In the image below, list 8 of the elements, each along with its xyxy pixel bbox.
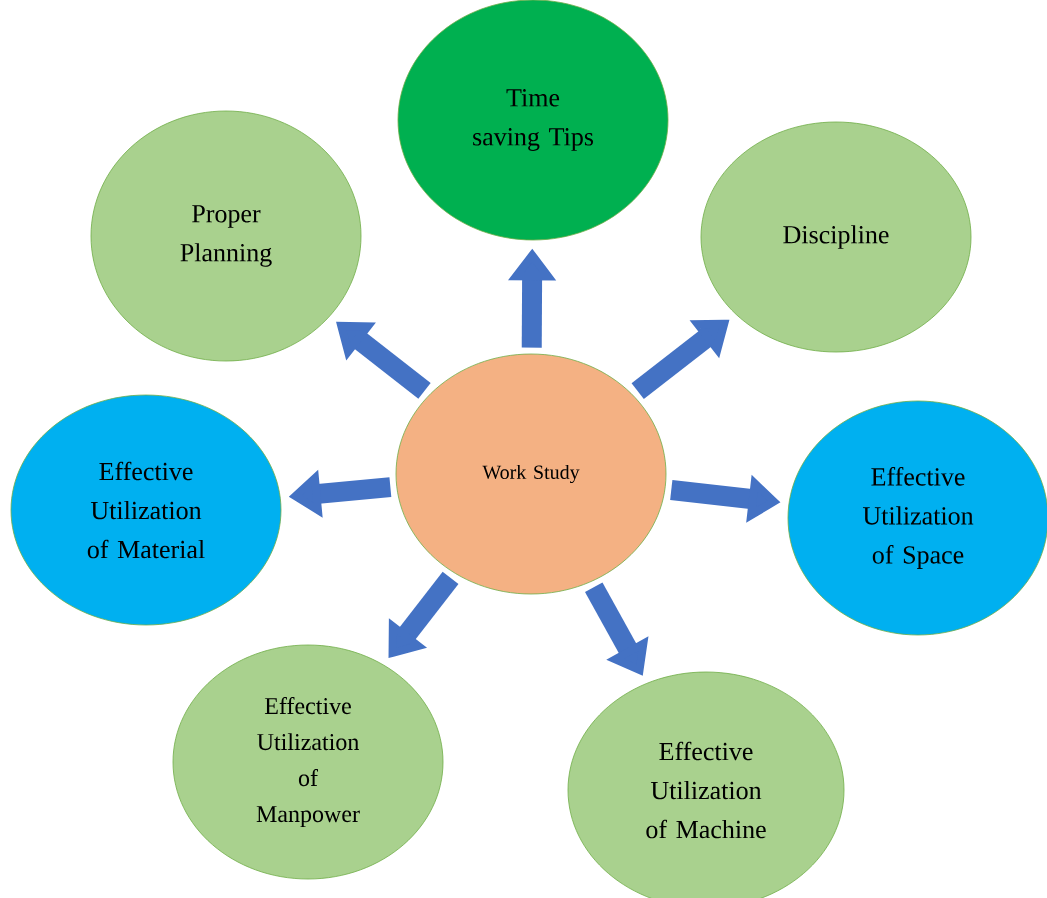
ellipse-node: Effective Utilization of Space — [787, 400, 1047, 636]
ellipse-node: Discipline — [700, 121, 972, 353]
ellipse-node: Work Study — [395, 353, 667, 595]
ellipse-node: Effective Utilization of Manpower — [172, 644, 444, 880]
ellipse-node: Effective Utilization of Machine — [567, 671, 845, 898]
ellipse-node: Time saving Tips — [397, 0, 669, 241]
ellipse-node: Effective Utilization of Material — [10, 394, 282, 626]
ellipse-node: Proper Planning — [90, 110, 362, 362]
